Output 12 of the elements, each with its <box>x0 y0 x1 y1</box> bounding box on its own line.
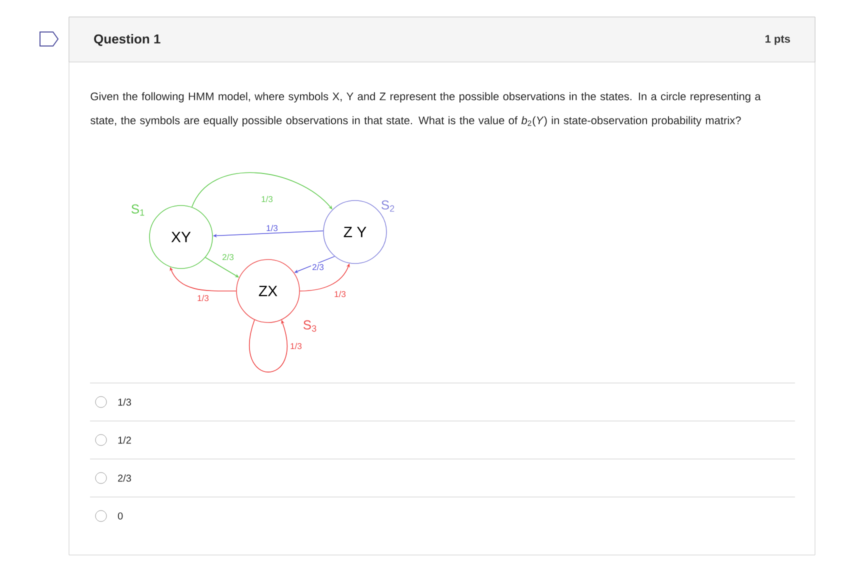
option-text: 1/3 <box>118 398 131 406</box>
option-text: 2/3 <box>118 474 131 482</box>
state-label: S$_{1}$ <box>131 204 144 216</box>
state-label: S$_{2}$ <box>381 200 394 212</box>
state-label: S$_{3}$ <box>303 320 316 332</box>
arrow <box>170 267 236 292</box>
option-text: 0 <box>118 512 123 520</box>
points-text: 1 pts <box>766 35 790 45</box>
arrow <box>192 172 332 210</box>
loop-arrow <box>249 320 288 372</box>
question-text: Given the following HMM model, where symbols X, Y and Z represent the possible observations in the states. In a circle representing a state, the symbols are equally possible observations in that state. What is the value of b$_{2}$(Y) in state-observation probability matrix? <box>90 92 761 126</box>
option-text: 1/2 <box>118 436 131 444</box>
